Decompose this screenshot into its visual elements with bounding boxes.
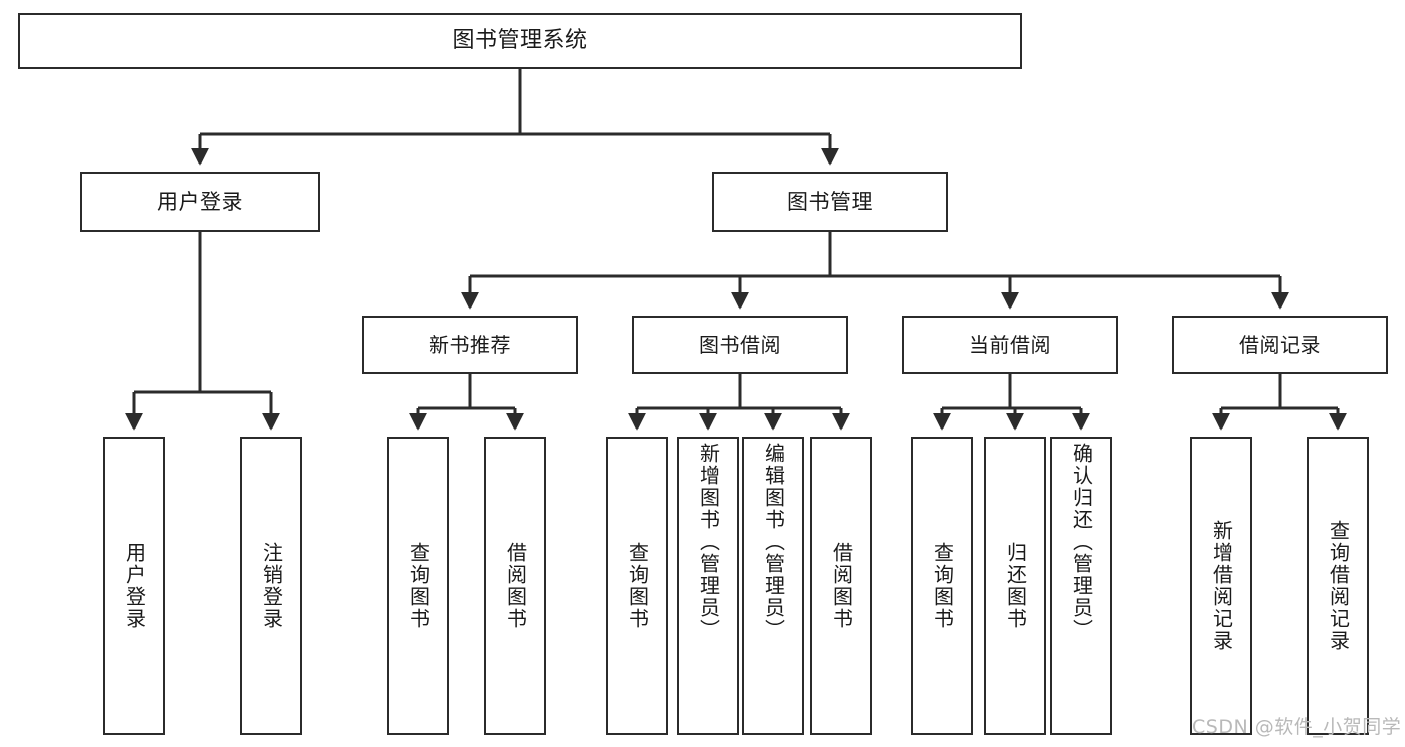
node-leaf-edit-book[interactable]: 编辑图书（管理员） [742, 437, 804, 735]
node-leaf-query-book-2-label: 查询图书 [625, 542, 650, 630]
node-leaf-confirm-return-label: 确认归还（管理员） [1069, 443, 1094, 641]
node-current-borrow-label: 当前借阅 [969, 332, 1051, 357]
node-leaf-confirm-return[interactable]: 确认归还（管理员） [1050, 437, 1112, 735]
node-leaf-return-book-label: 归还图书 [1003, 542, 1028, 630]
node-leaf-return-book[interactable]: 归还图书 [984, 437, 1046, 735]
node-leaf-borrow-book-1[interactable]: 借阅图书 [484, 437, 546, 735]
node-leaf-user-logout-label: 注销登录 [259, 542, 284, 630]
node-leaf-query-book-3[interactable]: 查询图书 [911, 437, 973, 735]
node-leaf-user-logout[interactable]: 注销登录 [240, 437, 302, 735]
node-leaf-add-book[interactable]: 新增图书（管理员） [677, 437, 739, 735]
node-user-login[interactable]: 用户登录 [80, 172, 320, 232]
node-new-book-recommend[interactable]: 新书推荐 [362, 316, 578, 374]
node-root-label: 图书管理系统 [452, 28, 588, 54]
node-new-book-recommend-label: 新书推荐 [429, 332, 511, 357]
node-leaf-add-record[interactable]: 新增借阅记录 [1190, 437, 1252, 735]
node-leaf-borrow-book-2[interactable]: 借阅图书 [810, 437, 872, 735]
node-leaf-query-record[interactable]: 查询借阅记录 [1307, 437, 1369, 735]
node-leaf-borrow-book-2-label: 借阅图书 [829, 542, 854, 630]
node-user-login-label: 用户登录 [157, 189, 243, 214]
node-leaf-add-record-label: 新增借阅记录 [1209, 520, 1234, 652]
node-borrow-record-label: 借阅记录 [1239, 332, 1321, 357]
node-current-borrow[interactable]: 当前借阅 [902, 316, 1118, 374]
node-leaf-query-book-1[interactable]: 查询图书 [387, 437, 449, 735]
node-leaf-user-login[interactable]: 用户登录 [103, 437, 165, 735]
csdn-watermark: CSDN @软件_小贺同学 [1192, 716, 1402, 738]
node-root[interactable]: 图书管理系统 [18, 13, 1022, 69]
node-leaf-edit-book-label: 编辑图书（管理员） [761, 443, 786, 641]
node-leaf-borrow-book-1-label: 借阅图书 [503, 542, 528, 630]
node-leaf-query-record-label: 查询借阅记录 [1326, 520, 1351, 652]
node-book-borrow[interactable]: 图书借阅 [632, 316, 848, 374]
node-leaf-user-login-label: 用户登录 [122, 542, 147, 630]
node-leaf-query-book-3-label: 查询图书 [930, 542, 955, 630]
node-book-borrow-label: 图书借阅 [699, 332, 781, 357]
node-book-manage[interactable]: 图书管理 [712, 172, 948, 232]
node-borrow-record[interactable]: 借阅记录 [1172, 316, 1388, 374]
node-leaf-query-book-1-label: 查询图书 [406, 542, 431, 630]
node-book-manage-label: 图书管理 [787, 189, 873, 214]
node-leaf-query-book-2[interactable]: 查询图书 [606, 437, 668, 735]
node-leaf-add-book-label: 新增图书（管理员） [696, 443, 721, 641]
